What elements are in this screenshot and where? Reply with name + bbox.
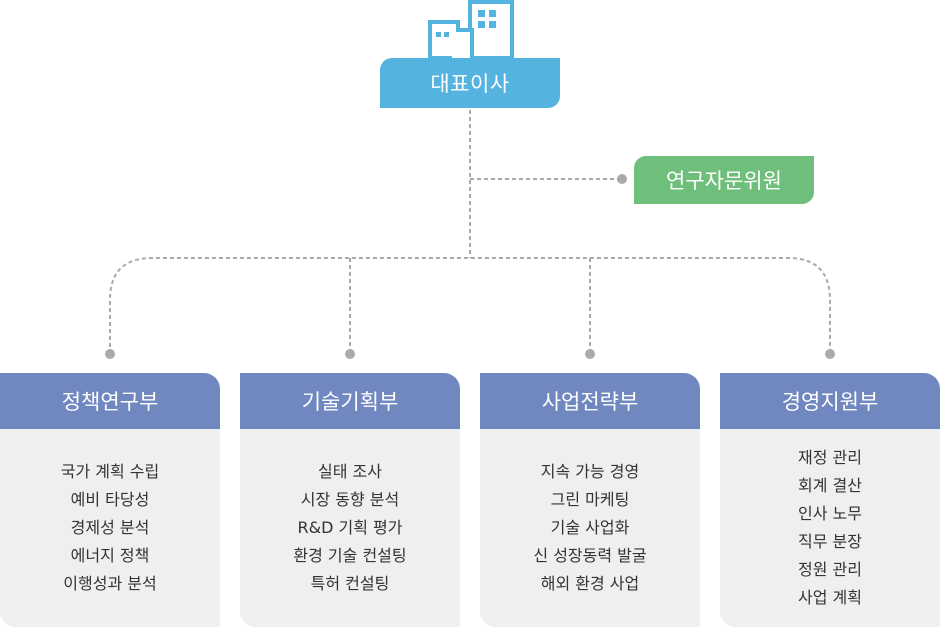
duty-item: 해외 환경 사업 [540, 574, 640, 593]
department-policy-research: 정책연구부 국가 계획 수립 예비 타당성 경제성 분석 에너지 정책 이행성과… [0, 373, 220, 627]
advisory-label: 연구자문위원 [666, 169, 782, 193]
duty-item: 지속 가능 경영 [540, 462, 640, 481]
dept2-dot [345, 349, 355, 359]
duty-item: 재정 관리 [798, 448, 862, 467]
ceo-box: 대표이사 [380, 58, 560, 108]
department-duties: 국가 계획 수립 예비 타당성 경제성 분석 에너지 정책 이행성과 분석 [0, 429, 220, 627]
department-name: 사업전략부 [541, 390, 639, 414]
duty-item: 인사 노무 [798, 504, 862, 523]
department-duties: 지속 가능 경영 그린 마케팅 기술 사업화 신 성장동력 발굴 해외 환경 사… [480, 429, 700, 627]
department-name: 기술기획부 [301, 390, 399, 414]
department-duties: 재정 관리 회계 결산 인사 노무 직무 분장 정원 관리 사업 계획 [720, 429, 940, 627]
building-icon [428, 0, 514, 60]
ceo-label: 대표이사 [430, 72, 510, 96]
duty-item: 환경 기술 컨설팅 [293, 546, 407, 565]
duty-item: 시장 동향 분석 [300, 490, 400, 509]
duty-item: 실태 조사 [318, 462, 382, 481]
duty-item: 그린 마케팅 [550, 490, 630, 509]
duty-item: 정원 관리 [798, 560, 862, 579]
department-header: 기술기획부 [240, 373, 460, 429]
duty-item: 특허 컨설팅 [310, 574, 390, 593]
duty-item: 기술 사업화 [550, 518, 630, 537]
department-technology-planning: 기술기획부 실태 조사 시장 동향 분석 R&D 기획 평가 환경 기술 컨설팅… [240, 373, 460, 627]
department-header: 정책연구부 [0, 373, 220, 429]
department-business-strategy: 사업전략부 지속 가능 경영 그린 마케팅 기술 사업화 신 성장동력 발굴 해… [480, 373, 700, 627]
duty-item: 회계 결산 [798, 476, 862, 495]
duty-item: 이행성과 분석 [63, 574, 157, 593]
duty-item: 신 성장동력 발굴 [533, 546, 647, 565]
department-header: 사업전략부 [480, 373, 700, 429]
duty-item: R&D 기획 평가 [297, 518, 403, 537]
department-bus-line [109, 257, 831, 354]
dept1-dot [105, 349, 115, 359]
advisory-box: 연구자문위원 [634, 156, 814, 204]
department-name: 정책연구부 [61, 390, 159, 414]
duty-item: 국가 계획 수립 [60, 462, 160, 481]
duty-item: 예비 타당성 [70, 490, 150, 509]
advisory-dot [617, 174, 627, 184]
dept3-dot [585, 349, 595, 359]
dept4-dot [825, 349, 835, 359]
duty-item: 경제성 분석 [70, 518, 150, 537]
department-header: 경영지원부 [720, 373, 940, 429]
department-management-support: 경영지원부 재정 관리 회계 결산 인사 노무 직무 분장 정원 관리 사업 계… [720, 373, 940, 627]
department-name: 경영지원부 [781, 390, 879, 414]
duty-item: 사업 계획 [798, 588, 862, 607]
duty-item: 에너지 정책 [70, 546, 150, 565]
duty-item: 직무 분장 [798, 532, 862, 551]
department-duties: 실태 조사 시장 동향 분석 R&D 기획 평가 환경 기술 컨설팅 특허 컨설… [240, 429, 460, 627]
